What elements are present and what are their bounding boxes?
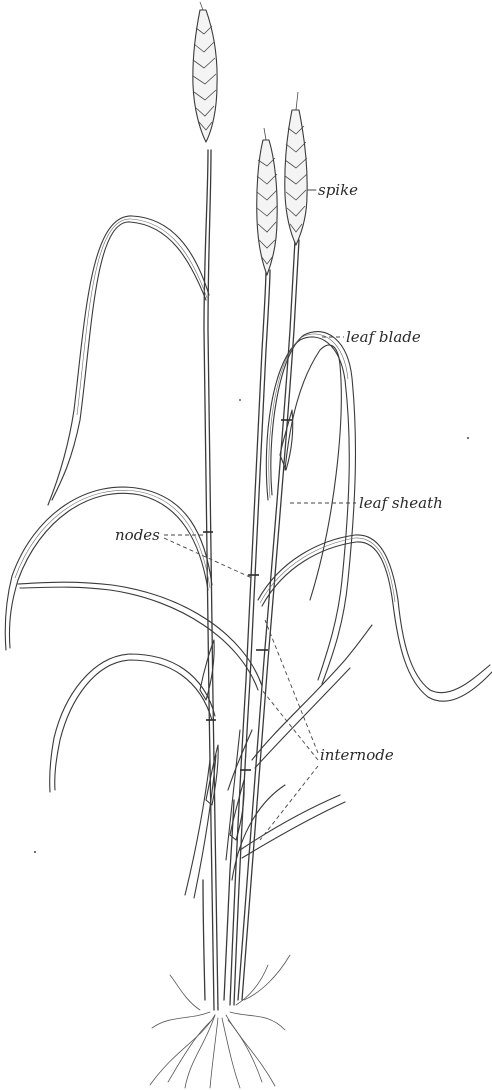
leaf-blades <box>5 216 492 898</box>
internode-leader-c <box>260 766 318 840</box>
spike-left <box>193 2 217 142</box>
internode-leader-b <box>262 690 318 760</box>
speck <box>34 851 36 853</box>
speck <box>239 399 241 401</box>
spike-right <box>285 92 307 245</box>
label-spike: spike <box>318 181 358 199</box>
label-leaf-blade: leaf blade <box>346 328 421 346</box>
internode-leader-a <box>265 620 318 753</box>
label-leaf-sheath: leaf sheath <box>359 494 443 512</box>
stems <box>203 150 299 1010</box>
leader-lines <box>164 190 356 840</box>
nodes-leader-b <box>164 538 252 578</box>
label-internode: internode <box>320 746 394 764</box>
roots <box>150 955 290 1088</box>
label-nodes: nodes <box>115 526 160 544</box>
speck <box>467 437 469 439</box>
spike-middle <box>257 128 277 275</box>
